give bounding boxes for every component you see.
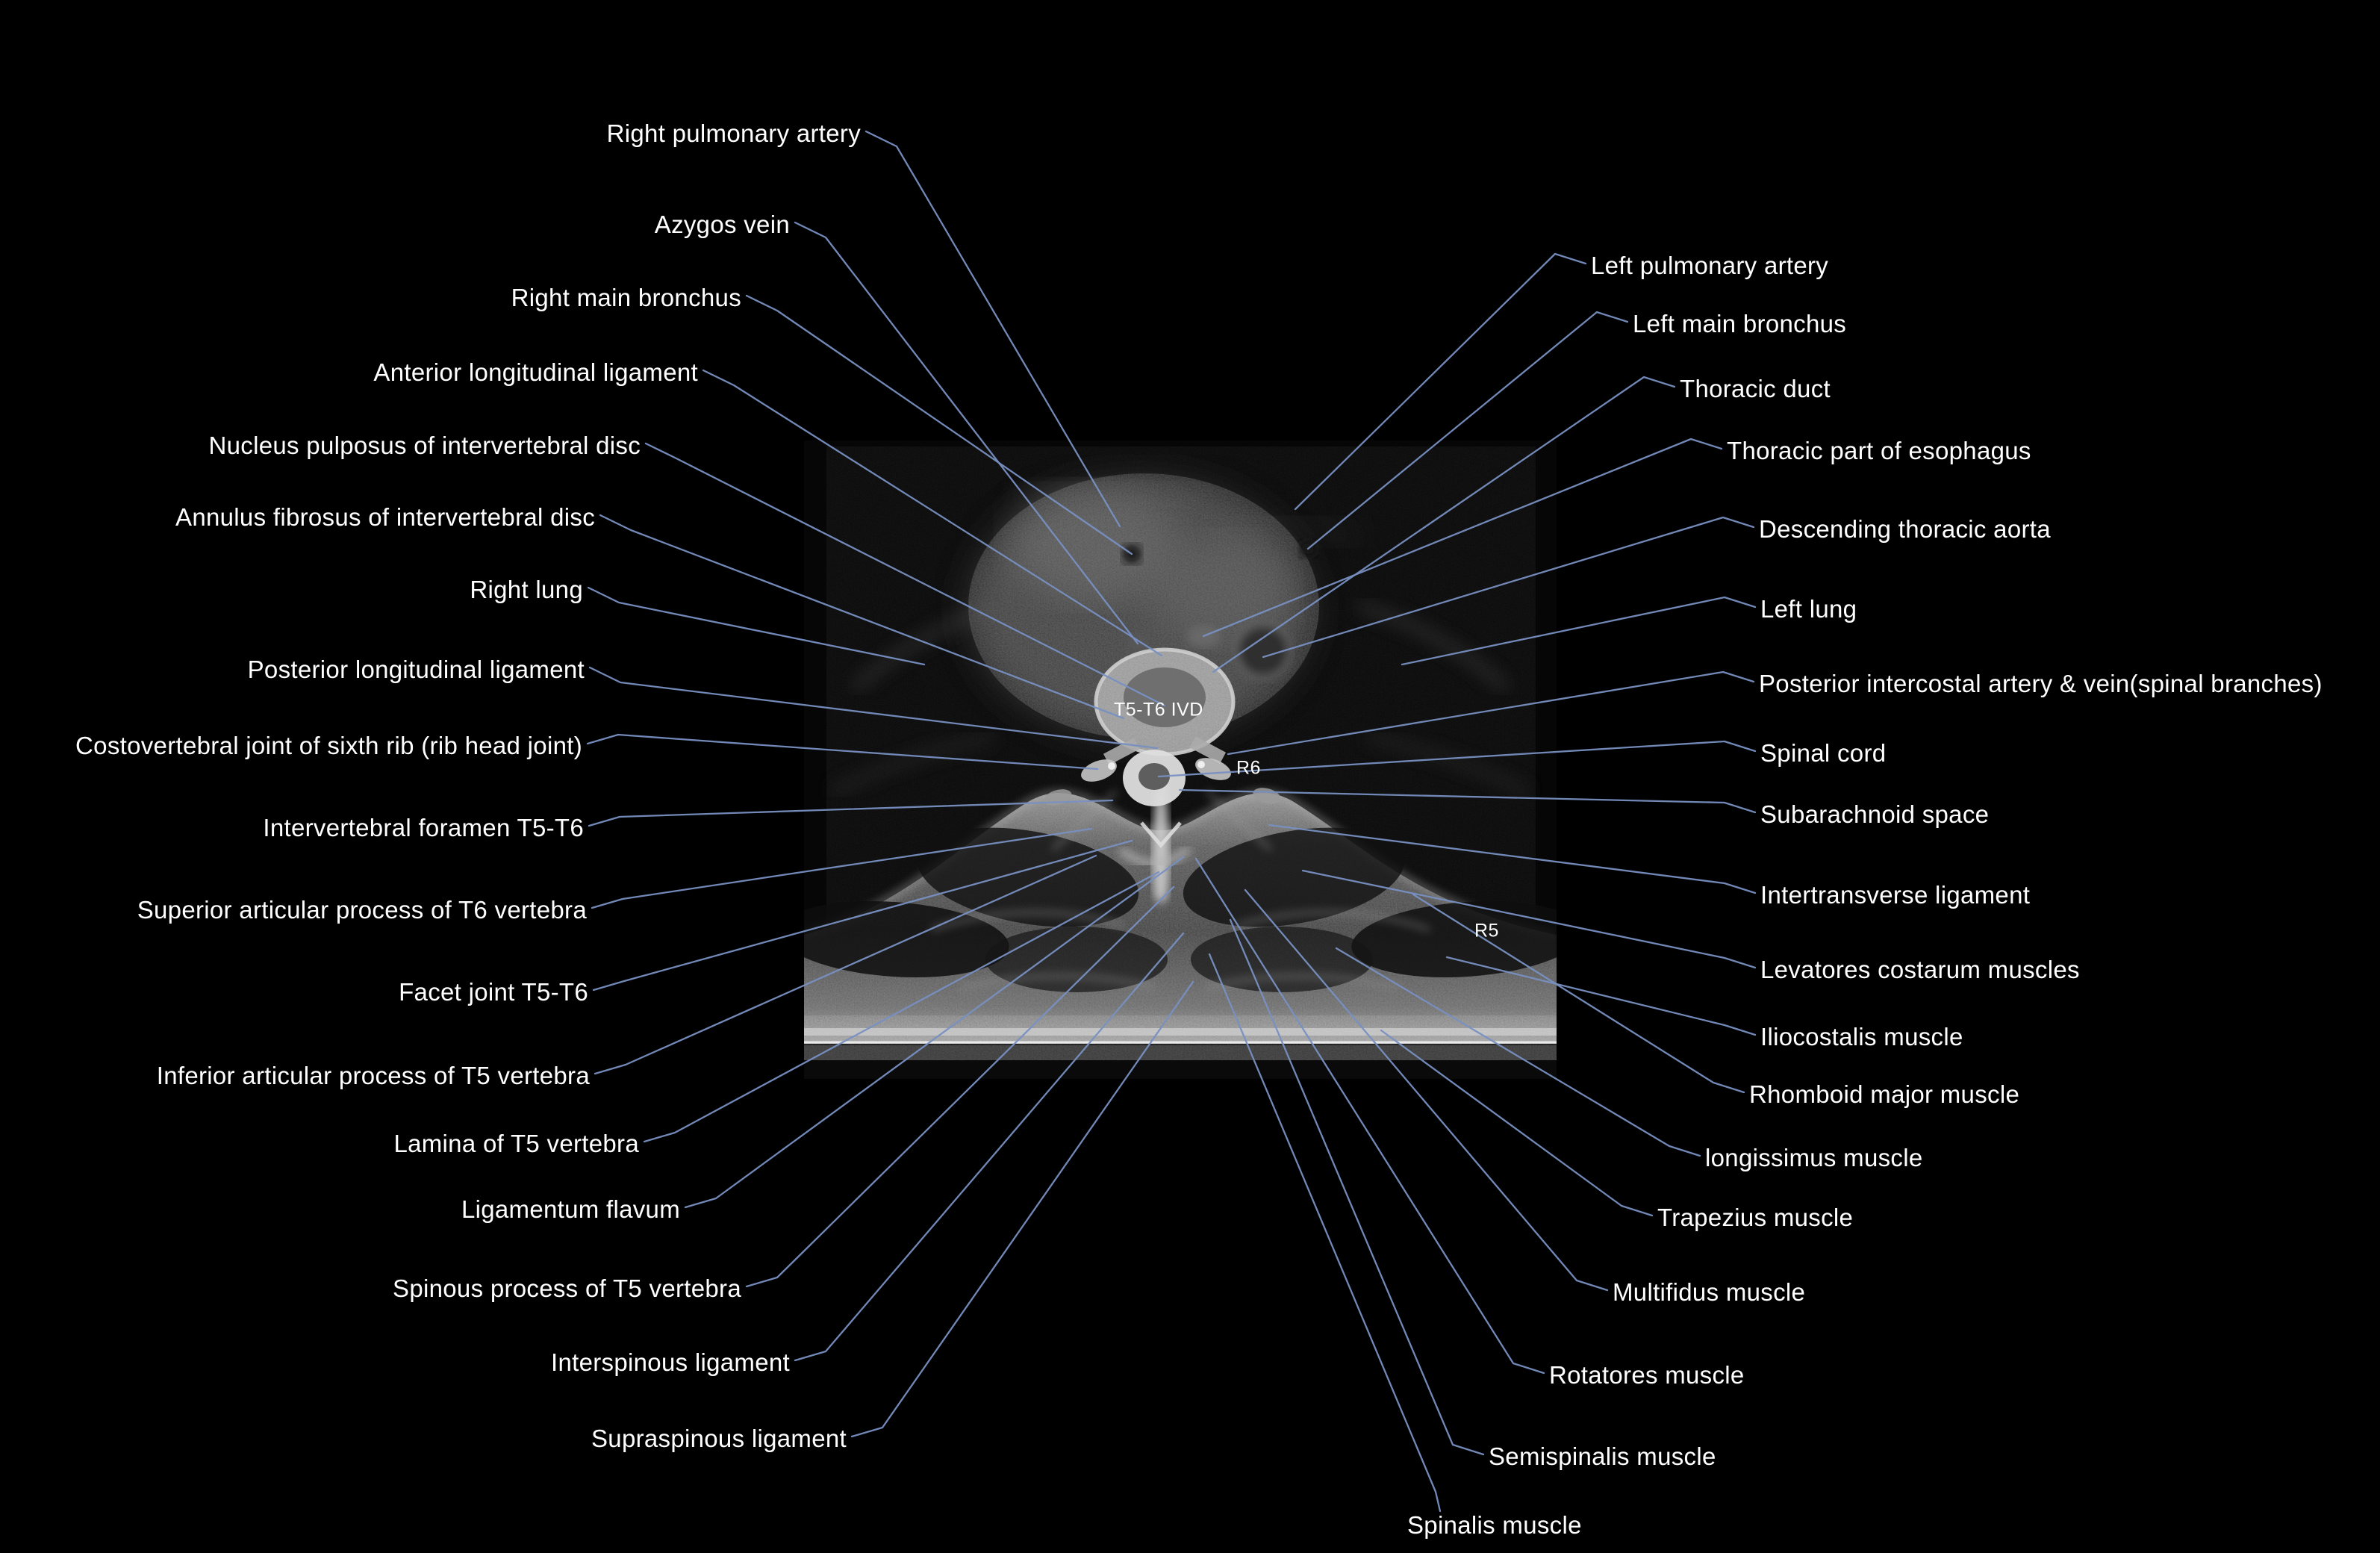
anatomy-label-right-2: Thoracic duct — [1680, 375, 1831, 403]
mri-inner-label-0: T5-T6 IVD — [1114, 699, 1203, 721]
anatomy-label-right-17: Semispinalis muscle — [1489, 1442, 1716, 1471]
leader-line-right-1 — [1306, 311, 1629, 550]
anatomy-label-right-4: Descending thoracic aorta — [1759, 515, 2051, 544]
anatomy-label-right-12: Rhomboid major muscle — [1749, 1080, 2020, 1109]
mediastinum — [968, 473, 1363, 739]
anatomy-label-left-9: Intervertebral foramen T5-T6 — [263, 814, 584, 842]
leader-line-right-5 — [1401, 596, 1757, 666]
leader-line-left-4 — [644, 442, 1166, 707]
anatomy-label-right-14: Trapezius muscle — [1657, 1204, 1854, 1232]
leader-line-right-13 — [1335, 947, 1701, 1157]
anatomy-label-right-5: Left lung — [1760, 595, 1857, 623]
anatomy-label-right-6: Posterior intercostal artery & vein(spin… — [1759, 670, 2323, 698]
anatomy-label-left-6: Right lung — [470, 576, 583, 604]
leader-line-bottom-0 — [1208, 953, 1442, 1513]
leader-line-left-10 — [591, 827, 1093, 909]
right-rib-head — [1081, 759, 1117, 782]
leader-line-left-14 — [684, 856, 1185, 1209]
leader-line-left-9 — [588, 799, 1114, 827]
leader-line-left-17 — [850, 980, 1194, 1438]
vertebra-complex — [1044, 647, 1281, 868]
anatomy-label-left-13: Lamina of T5 vertebra — [393, 1130, 639, 1158]
anatomy-label-left-3: Anterior longitudinal ligament — [373, 358, 698, 387]
anatomy-label-right-3: Thoracic part of esophagus — [1727, 437, 2031, 465]
leader-line-left-3 — [702, 369, 1163, 657]
leader-line-left-6 — [587, 586, 926, 666]
leader-line-right-7 — [1157, 740, 1757, 778]
lamina-arc — [1118, 845, 1192, 868]
leader-line-left-0 — [865, 130, 1121, 528]
leader-line-left-7 — [588, 666, 1159, 750]
anatomy-label-left-10: Superior articular process of T6 vertebr… — [137, 896, 587, 924]
leader-line-right-10 — [1301, 869, 1757, 969]
anatomy-label-right-16: Rotatores muscle — [1549, 1361, 1745, 1389]
anatomy-label-left-15: Spinous process of T5 vertebra — [393, 1275, 741, 1303]
leader-line-right-0 — [1294, 252, 1587, 511]
leader-line-right-8 — [1178, 788, 1757, 814]
leader-line-right-14 — [1380, 1029, 1654, 1217]
leader-line-left-16 — [794, 932, 1185, 1362]
mri-inner-label-1: R6 — [1236, 757, 1261, 779]
mri-image — [804, 441, 1557, 1079]
anatomy-label-right-11: Iliocostalis muscle — [1760, 1023, 1963, 1051]
leader-line-right-4 — [1262, 516, 1755, 659]
anatomy-label-left-1: Azygos vein — [654, 211, 790, 239]
anatomy-label-left-7: Posterior longitudinal ligament — [247, 656, 585, 684]
spinal-cord — [1138, 763, 1170, 790]
anatomy-label-left-8: Costovertebral joint of sixth rib (rib h… — [75, 732, 582, 760]
leader-line-right-17 — [1229, 918, 1485, 1456]
anatomy-label-left-2: Right main bronchus — [511, 284, 741, 312]
leader-line-right-15 — [1244, 888, 1609, 1292]
anatomy-label-right-13: longissimus muscle — [1705, 1144, 1923, 1172]
posterior-muscle-band — [804, 768, 1557, 1044]
leader-line-right-6 — [1227, 670, 1755, 756]
anatomy-label-right-15: Multifidus muscle — [1613, 1278, 1806, 1307]
leader-line-right-11 — [1445, 956, 1757, 1036]
anatomy-label-left-12: Inferior articular process of T5 vertebr… — [156, 1062, 590, 1090]
leader-line-left-1 — [794, 221, 1139, 645]
leader-lines-layer — [586, 130, 1757, 1513]
anatomy-label-left-14: Ligamentum flavum — [461, 1195, 680, 1224]
anatomy-label-right-9: Intertransverse ligament — [1760, 881, 2031, 909]
leader-line-left-5 — [599, 514, 1125, 720]
anatomy-label-left-5: Annulus fibrosus of intervertebral disc — [175, 503, 595, 532]
rib-arcs — [831, 603, 1530, 794]
anatomy-label-left-4: Nucleus pulposus of intervertebral disc — [208, 432, 641, 460]
leader-line-right-12 — [1412, 893, 1745, 1094]
descending-aorta — [1235, 623, 1292, 679]
anatomy-label-left-0: Right pulmonary artery — [606, 119, 861, 148]
anatomy-label-left-11: Facet joint T5-T6 — [399, 978, 588, 1006]
anatomy-label-left-17: Supraspinous ligament — [591, 1425, 847, 1453]
anatomy-label-left-16: Interspinous ligament — [551, 1348, 790, 1377]
anatomy-label-right-8: Subarachnoid space — [1760, 800, 1990, 829]
anatomy-label-bottom-0: Spinalis muscle — [1407, 1511, 1582, 1540]
anatomy-label-right-1: Left main bronchus — [1633, 310, 1847, 338]
mri-inner-label-2: R5 — [1474, 920, 1499, 942]
leader-line-right-3 — [1202, 438, 1723, 638]
leader-line-right-9 — [1268, 824, 1757, 894]
leader-line-left-12 — [594, 854, 1097, 1075]
leader-line-left-15 — [745, 886, 1175, 1288]
leader-line-left-13 — [643, 871, 1160, 1143]
anatomy-label-right-0: Left pulmonary artery — [1591, 252, 1829, 280]
anatomy-label-right-7: Spinal cord — [1760, 739, 1887, 768]
leader-line-left-8 — [586, 733, 1099, 771]
leader-line-left-11 — [592, 839, 1133, 992]
anatomy-label-right-10: Levatores costarum muscles — [1760, 956, 2080, 984]
leader-line-right-16 — [1194, 857, 1545, 1375]
leader-line-left-2 — [745, 294, 1133, 555]
nucleus-pulposus — [1124, 667, 1206, 727]
